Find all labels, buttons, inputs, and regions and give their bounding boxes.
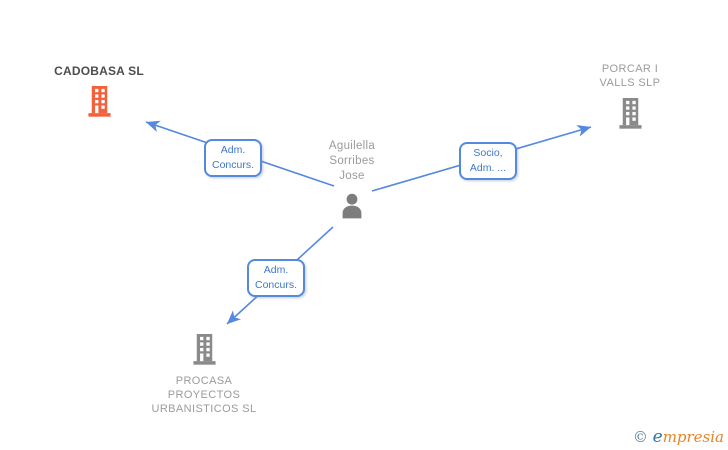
edge-label-line: Concurs.: [254, 278, 297, 291]
company-node-cadobasa[interactable]: CADOBASA SL: [28, 64, 170, 78]
company-label-porcar-line2[interactable]: VALLS SLP: [599, 77, 661, 89]
edge-label-socio-adm-porcar: Socio, Adm. ...: [459, 142, 517, 180]
brand-logo-e: e: [652, 427, 663, 447]
company-node-procasa[interactable]: PROCASA PROYECTOS URBANISTICOS SL: [129, 374, 279, 416]
company-node-porcar[interactable]: PORCAR I VALLS SLP: [570, 62, 690, 90]
company-label-cadobasa[interactable]: CADOBASA SL: [54, 64, 144, 78]
brand-watermark: © empresia: [633, 427, 724, 447]
edge-label-line: Concurs.: [211, 158, 254, 171]
edge-label-adm-concurs-cadobasa: Adm. Concurs.: [204, 139, 262, 177]
company-label-porcar-line1[interactable]: PORCAR I: [601, 63, 659, 75]
person-name-line3[interactable]: Jose: [339, 170, 365, 182]
company-label-procasa-line3[interactable]: URBANISTICOS SL: [151, 403, 257, 415]
edge-label-line: Adm.: [220, 144, 246, 156]
person-name-line2[interactable]: Sorribes: [329, 155, 375, 167]
edge-label-line: Socio,: [473, 147, 503, 159]
edge-label-adm-concurs-procasa: Adm. Concurs.: [247, 259, 305, 297]
company-label-procasa-line2[interactable]: PROYECTOS: [167, 389, 241, 401]
person-name-line1[interactable]: Aguilella: [328, 140, 376, 152]
person-icon[interactable]: [336, 191, 368, 228]
building-icon-cadobasa[interactable]: [85, 86, 114, 122]
copyright-icon: ©: [632, 428, 648, 446]
edge-label-line: Adm.: [263, 264, 289, 276]
company-label-procasa-line1[interactable]: PROCASA: [175, 375, 233, 387]
building-icon-porcar[interactable]: [616, 98, 645, 134]
edge-label-line: Adm. ...: [469, 161, 507, 174]
building-icon-procasa[interactable]: [190, 334, 219, 370]
person-node[interactable]: Aguilella Sorribes Jose: [292, 139, 412, 184]
brand-logo-text: mpresia: [662, 428, 724, 446]
